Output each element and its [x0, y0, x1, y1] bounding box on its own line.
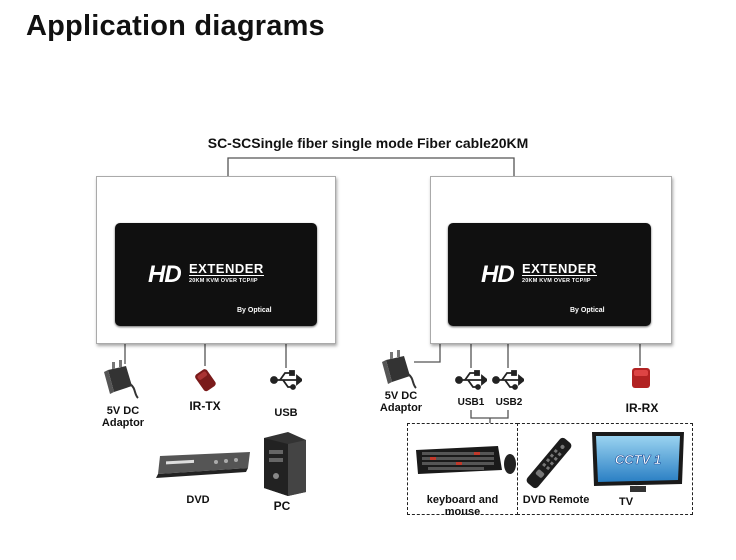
hd-logo: HD	[148, 261, 182, 288]
fiber-cable-line	[227, 157, 515, 176]
usb1-label: USB1	[457, 397, 485, 408]
remote-tv-group: DVD Remote CCTV 1 TV	[517, 423, 693, 515]
extender-subtitle: 20KM KVM OVER TCP/IP	[522, 278, 591, 284]
hd-logo: HD	[481, 261, 515, 288]
pc-tower-icon	[264, 432, 306, 496]
power-adaptor-icon	[104, 360, 139, 399]
usb-icon	[455, 370, 487, 390]
usb-join-wire	[470, 410, 509, 419]
by-optical-label: By Optical	[570, 307, 605, 314]
ir-receiver-icon	[632, 368, 650, 388]
receiver-unit: HD EXTENDER 20KM KVM OVER TCP/IP By Opti…	[430, 176, 672, 344]
transmitter-front-panel: HD EXTENDER 20KM KVM OVER TCP/IP By Opti…	[115, 223, 317, 326]
usb-icon	[492, 370, 524, 390]
rx-power-label: 5V DC Adaptor	[379, 390, 423, 414]
rx-power-wire	[414, 342, 441, 363]
tv-label: TV	[618, 496, 634, 508]
keyboard-icon	[416, 446, 516, 474]
extender-label: EXTENDER	[522, 261, 597, 276]
transmitter-unit: HD EXTENDER 20KM KVM OVER TCP/IP By Opti…	[96, 176, 336, 344]
rx-ir-label: IR-RX	[625, 401, 659, 415]
power-adaptor-icon	[382, 350, 417, 389]
mouse-icon	[504, 454, 516, 474]
receiver-front-panel: HD EXTENDER 20KM KVM OVER TCP/IP By Opti…	[448, 223, 651, 326]
tx-power-label: 5V DC Adaptor	[101, 405, 145, 429]
dvd-remote-icon	[526, 437, 572, 489]
extender-subtitle: 20KM KVM OVER TCP/IP	[189, 278, 258, 284]
by-optical-label: By Optical	[237, 307, 272, 314]
tx-ir-label: IR-TX	[189, 399, 221, 413]
dvd-player-icon	[156, 452, 250, 478]
tv-icon: CCTV 1	[592, 432, 684, 492]
ir-transmitter-icon	[195, 369, 216, 392]
keyboard-mouse-label: keyboard and mouse	[426, 494, 499, 518]
keyboard-mouse-group: keyboard and mouse	[407, 423, 518, 518]
usb-icon	[270, 370, 302, 390]
tx-usb-label: USB	[274, 407, 298, 419]
usb2-label: USB2	[495, 397, 523, 408]
dvd-remote-label: DVD Remote	[522, 494, 590, 506]
extender-label: EXTENDER	[189, 261, 264, 276]
fiber-cable-label: SC-SCSingle fiber single mode Fiber cabl…	[207, 135, 529, 151]
page-title: Application diagrams	[26, 10, 325, 42]
pc-label: PC	[273, 499, 291, 513]
tv-screen-text: CCTV 1	[615, 452, 661, 467]
dvd-label: DVD	[186, 494, 210, 506]
